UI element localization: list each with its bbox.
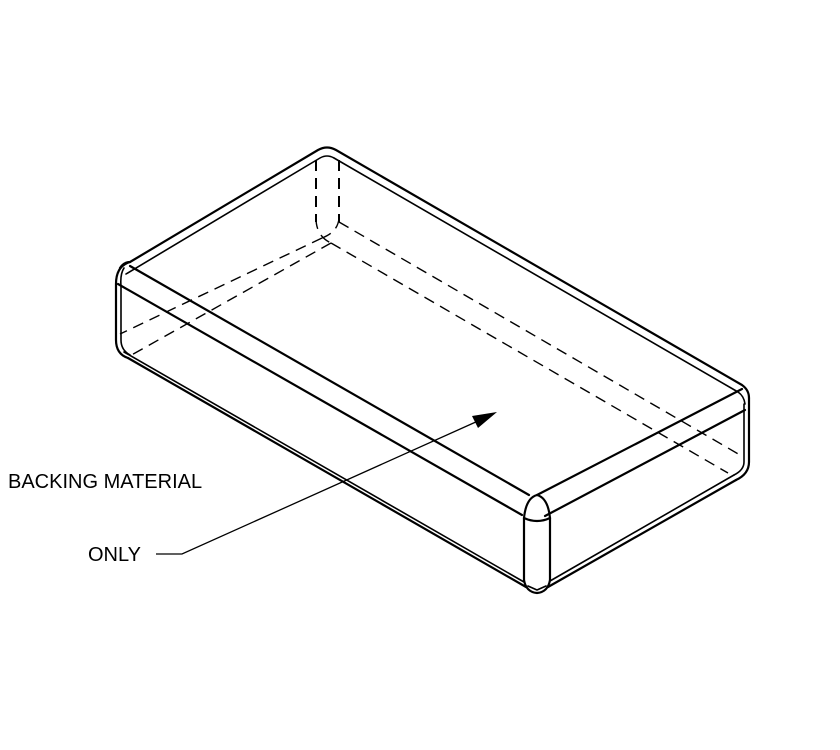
arrowhead-icon bbox=[472, 412, 497, 428]
annotation-line-2: ONLY bbox=[88, 544, 141, 566]
leader-arrow[interactable] bbox=[156, 412, 497, 555]
left-corner bbox=[114, 260, 132, 360]
annotation-line-1: BACKING MATERIAL bbox=[8, 471, 203, 493]
bottom-edges bbox=[123, 351, 738, 589]
top-face bbox=[116, 146, 751, 518]
right-corner bbox=[733, 396, 751, 482]
hidden-lines bbox=[119, 160, 741, 474]
front-corner bbox=[522, 493, 552, 595]
